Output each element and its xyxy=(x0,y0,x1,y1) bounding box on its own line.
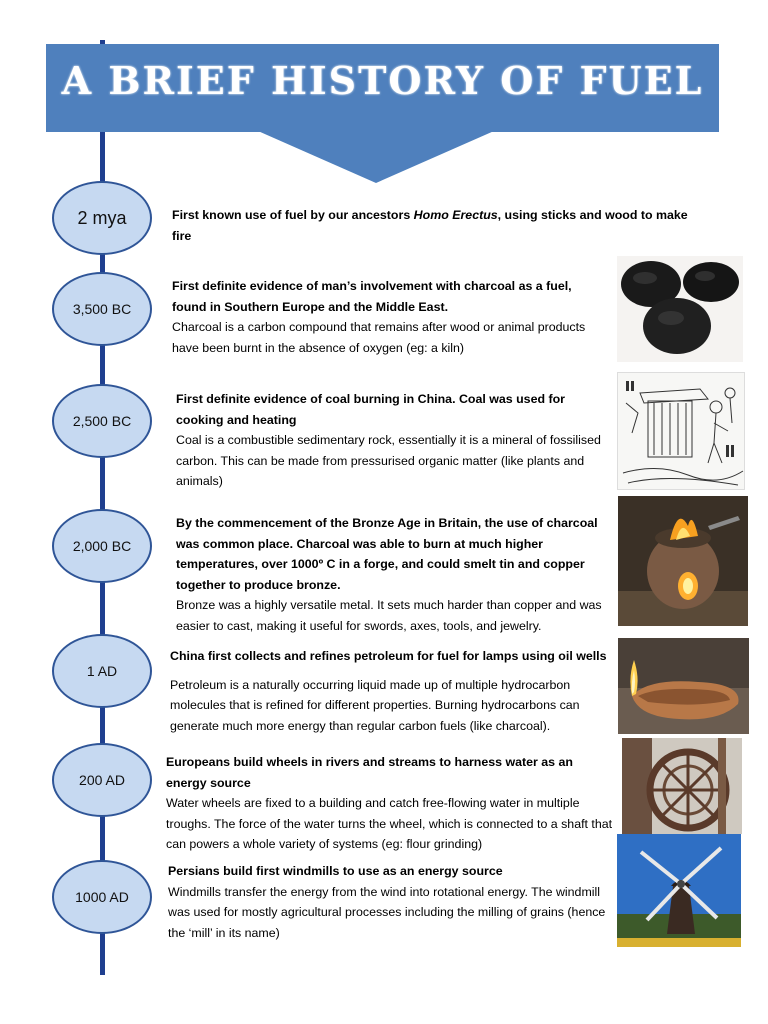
entry-heading: First definite evidence of man’s involve… xyxy=(172,279,572,314)
title-banner: A BRIEF HISTORY OF FUEL xyxy=(46,44,719,132)
entry-body: Bronze was a highly versatile metal. It … xyxy=(176,598,602,633)
date-node: 200 AD xyxy=(52,743,152,817)
oil-lamp-image xyxy=(618,638,749,734)
date-node: 2 mya xyxy=(52,181,152,255)
page-title: A BRIEF HISTORY OF FUEL xyxy=(61,58,704,103)
date-node: 3,500 BC xyxy=(52,272,152,346)
timeline-entry: Europeans build wheels in rivers and str… xyxy=(166,752,616,855)
entry-heading: China first collects and refines petrole… xyxy=(170,649,607,663)
date-node: 1 AD xyxy=(52,634,152,708)
entry-heading: By the commencement of the Bronze Age in… xyxy=(176,516,598,592)
entry-heading: First definite evidence of coal burning … xyxy=(176,392,565,427)
timeline-entry: Persians build first windmills to use as… xyxy=(168,861,608,943)
timeline-entry: First definite evidence of man’s involve… xyxy=(172,276,602,358)
timeline-spine xyxy=(100,40,105,975)
timeline-entry: First definite evidence of coal burning … xyxy=(176,389,606,492)
timeline-entry: China first collects and refines petrole… xyxy=(170,646,615,736)
timeline-entry: First known use of fuel by our ancestors… xyxy=(172,205,692,246)
windmill-image xyxy=(617,834,741,947)
entry-body: Coal is a combustible sedimentary rock, … xyxy=(176,433,601,488)
entry-heading: Persians build first windmills to use as… xyxy=(168,864,503,878)
charcoal-image xyxy=(617,256,743,362)
entry-heading: First known use of fuel by our ancestors… xyxy=(172,208,688,243)
entry-body: Windmills transfer the energy from the w… xyxy=(168,884,606,940)
date-node: 2,000 BC xyxy=(52,509,152,583)
date-node: 1000 AD xyxy=(52,860,152,934)
water-wheel-image xyxy=(622,738,742,834)
entry-heading: Europeans build wheels in rivers and str… xyxy=(166,755,573,790)
entry-body: Water wheels are fixed to a building and… xyxy=(166,796,613,851)
timeline-entry: By the commencement of the Bronze Age in… xyxy=(176,513,606,636)
banner-arrow xyxy=(258,131,494,183)
date-node: 2,500 BC xyxy=(52,384,152,458)
chinese-coal-illustration-image xyxy=(617,372,745,490)
entry-body: Petroleum is a naturally occurring liqui… xyxy=(170,677,580,733)
entry-body: Charcoal is a carbon compound that remai… xyxy=(172,320,586,355)
charcoal-forge-image xyxy=(618,496,748,626)
